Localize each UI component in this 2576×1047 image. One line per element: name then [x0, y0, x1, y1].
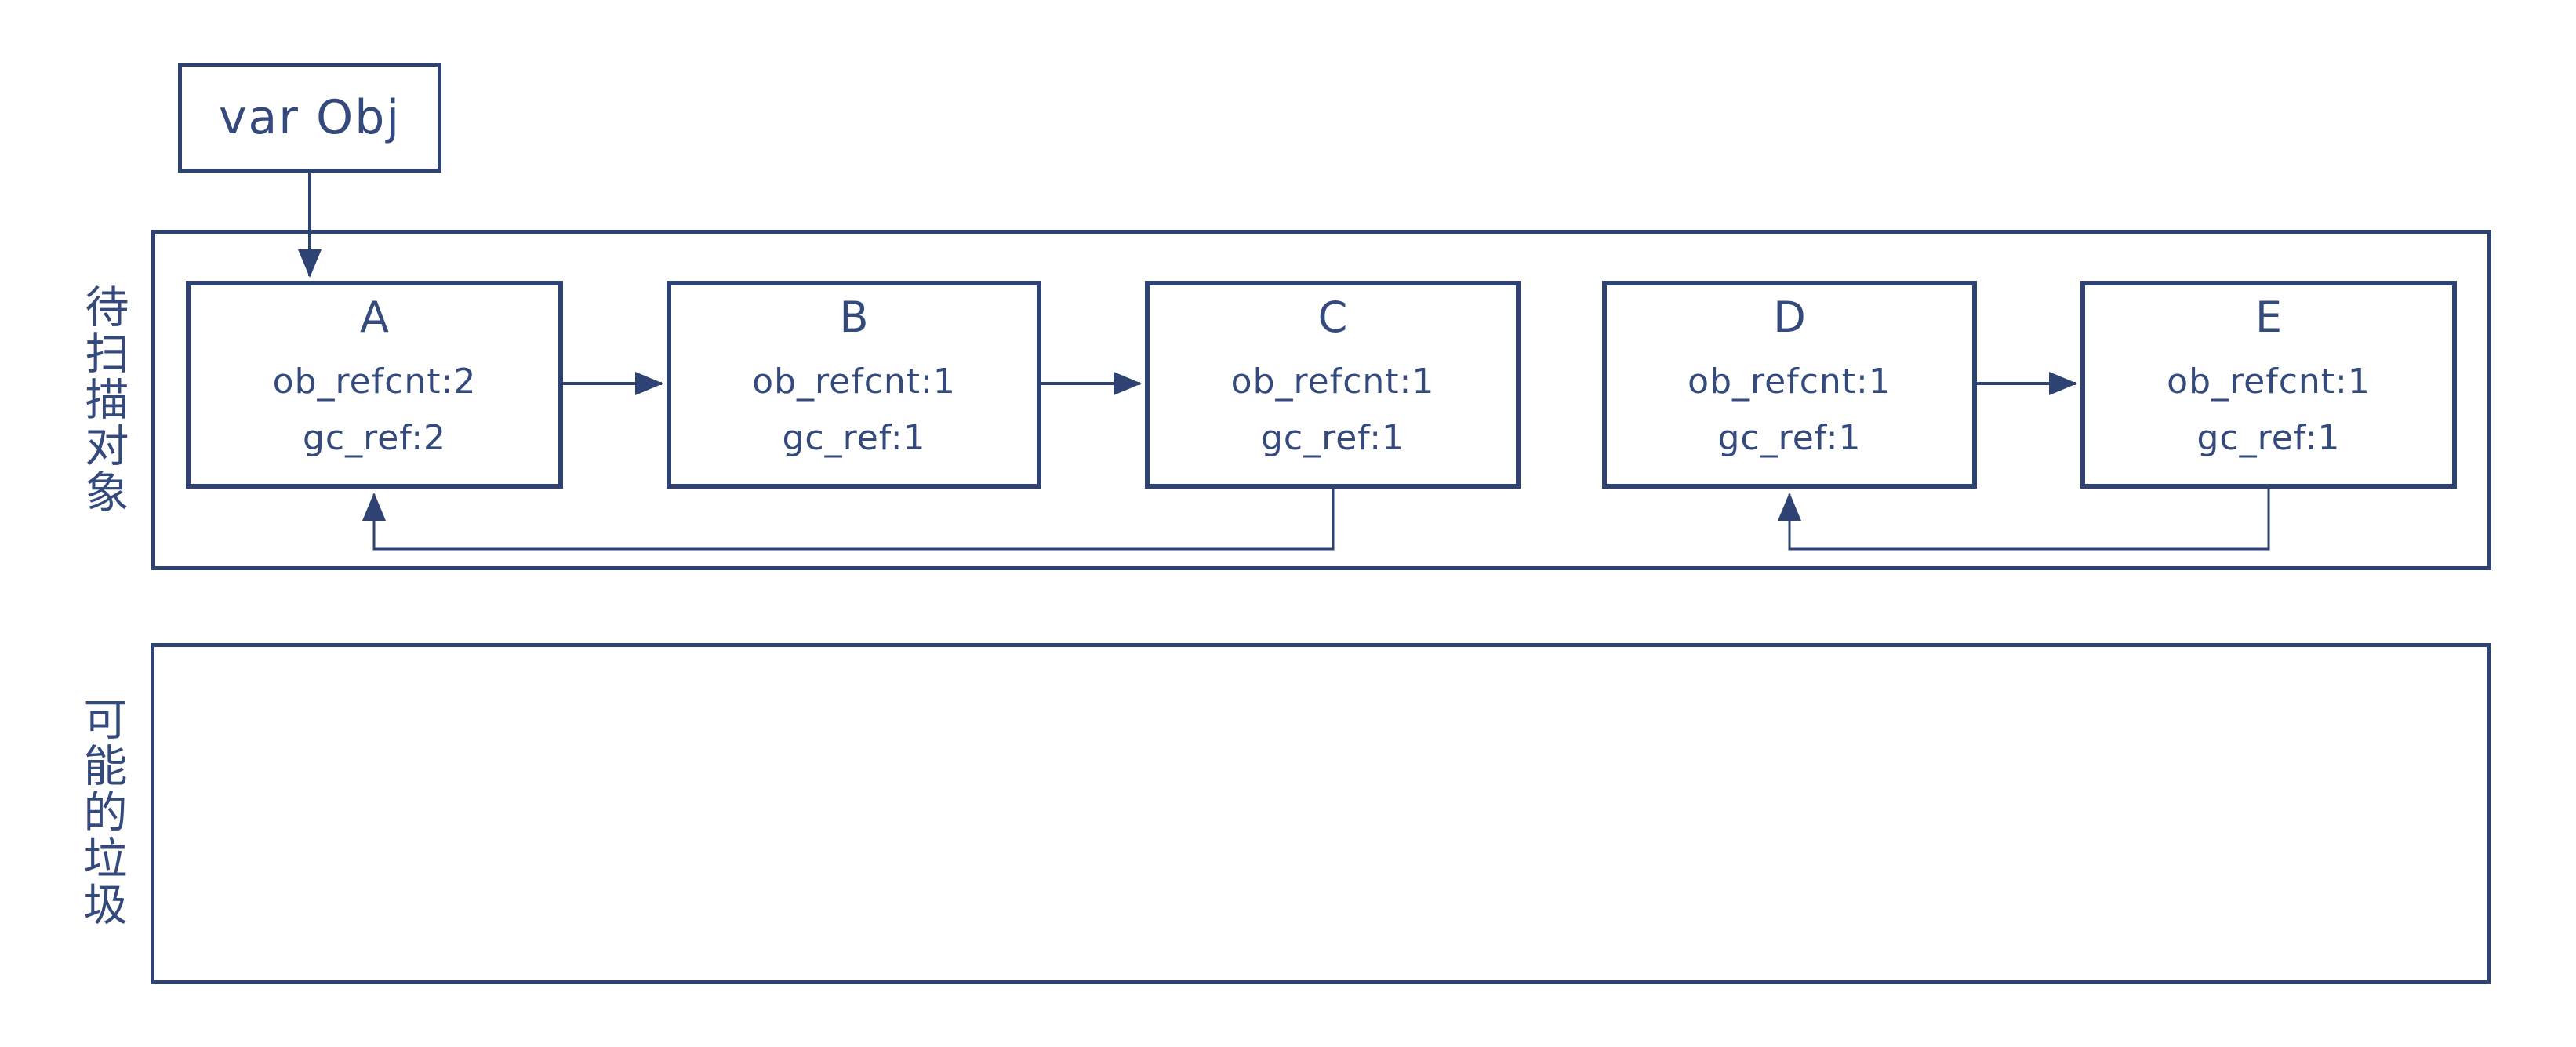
- node-gc-ref: gc_ref:1: [2196, 418, 2341, 458]
- node-gc-ref: gc_ref:1: [782, 418, 926, 458]
- node-title: A: [360, 293, 389, 342]
- node-ob-refcnt: ob_refcnt:1: [2167, 362, 2371, 402]
- node-ob-refcnt: ob_refcnt:2: [272, 362, 477, 402]
- node-box-c: C ob_refcnt:1 gc_ref:1: [1145, 281, 1521, 489]
- var-obj-box: var Obj: [178, 63, 441, 173]
- node-gc-ref: gc_ref:1: [1260, 418, 1405, 458]
- node-gc-ref: gc_ref:2: [302, 418, 447, 458]
- node-ob-refcnt: ob_refcnt:1: [752, 362, 956, 402]
- node-title: C: [1317, 293, 1348, 342]
- possible-garbage-container: [151, 643, 2491, 984]
- node-box-e: E ob_refcnt:1 gc_ref:1: [2080, 281, 2457, 489]
- node-box-a: A ob_refcnt:2 gc_ref:2: [186, 281, 563, 489]
- node-box-d: D ob_refcnt:1 gc_ref:1: [1602, 281, 1977, 489]
- possible-garbage-label: 可能的垃圾: [76, 696, 127, 928]
- var-obj-label: var Obj: [219, 90, 401, 145]
- node-title: D: [1773, 293, 1806, 342]
- node-box-b: B ob_refcnt:1 gc_ref:1: [667, 281, 1041, 489]
- node-ob-refcnt: ob_refcnt:1: [1230, 362, 1435, 402]
- node-title: E: [2254, 293, 2283, 342]
- node-title: B: [839, 293, 869, 342]
- node-ob-refcnt: ob_refcnt:1: [1688, 362, 1891, 402]
- scan-objects-label: 待扫描对象: [78, 284, 129, 515]
- node-gc-ref: gc_ref:1: [1717, 418, 1862, 458]
